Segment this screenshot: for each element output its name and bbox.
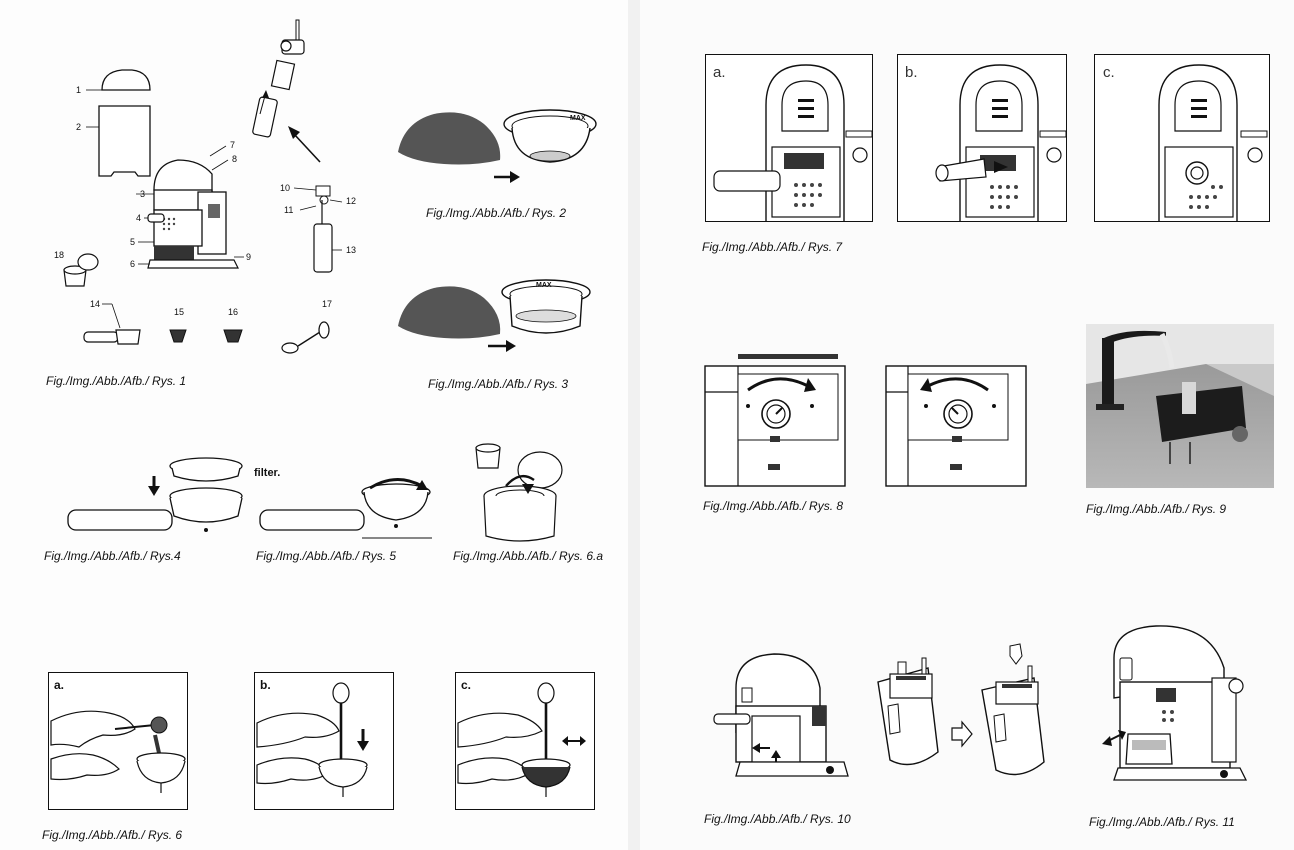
fig1-label-18: 18: [54, 250, 64, 260]
fig1-label-7: 7: [230, 140, 235, 150]
fig1-parts-diagram: 1 2 3 4 5 6 7 8 9 10 11 12 13: [54, 19, 356, 354]
fig1-label-11: 11: [284, 205, 293, 215]
fig9-filling-water-tank-photo: [1086, 324, 1274, 488]
fig1-label-17: 17: [322, 299, 332, 309]
fig4-insert-filter: [67, 457, 243, 532]
fig11-remove-drip-tray: [1102, 625, 1248, 781]
fig1-caption: Fig./Img./Abb./Afb./ Rys. 1: [46, 374, 187, 388]
fig6-panel-b: [254, 672, 394, 810]
fig3-max-mark: MAX: [536, 282, 552, 289]
fig1-label-6: 6: [130, 259, 135, 269]
fig1-label-10: 10: [280, 183, 290, 193]
fig6a-capsule-adapter: [475, 443, 563, 542]
fig6-panel-a: [48, 672, 188, 810]
fig6a-caption: Fig./Img./Abb./Afb./ Rys. 6.a: [453, 549, 604, 563]
fig1-label-14: 14: [90, 299, 100, 309]
fig1-label-12: 12: [346, 196, 356, 206]
fig11-caption: Fig./Img./Abb./Afb./ Rys. 11: [1089, 815, 1235, 829]
fig1-label-8: 8: [232, 154, 237, 164]
fig1-label-9: 9: [246, 252, 251, 262]
fig2-max-mark: MAX: [570, 115, 586, 122]
fig5-caption: Fig./Img./Abb./Afb./ Rys. 5: [256, 549, 397, 563]
fig1-label-1: 1: [76, 85, 81, 95]
fig8-caption: Fig./Img./Abb./Afb./ Rys. 8: [703, 499, 844, 513]
page-gutter: [628, 0, 640, 850]
fig1-label-3: 3: [140, 189, 145, 199]
fig6-panel-c-letter: c.: [461, 678, 472, 692]
fig1-label-5: 5: [130, 237, 135, 247]
fig5-filter-word: filter.: [254, 467, 281, 479]
fig7-panel-c: [1094, 54, 1270, 222]
fig7-panel-a-letter: a.: [713, 64, 726, 81]
fig1-label-13: 13: [346, 245, 356, 255]
fig6-panel-b-letter: b.: [260, 678, 271, 692]
fig10-caption: Fig./Img./Abb./Afb./ Rys. 10: [704, 812, 851, 826]
fig3-caption: Fig./Img./Abb./Afb./ Rys. 3: [428, 377, 569, 391]
fig6-panel-c: [455, 672, 595, 810]
fig2-caption: Fig./Img./Abb./Afb./ Rys. 2: [426, 206, 567, 220]
fig1-label-4: 4: [136, 213, 141, 223]
fig7-caption: Fig./Img./Abb./Afb./ Rys. 7: [702, 240, 843, 254]
fig6-panel-a-letter: a.: [54, 678, 65, 692]
fig1-label-15: 15: [174, 307, 184, 317]
fig7-panel-a: [705, 54, 873, 222]
fig2-ground-coffee-single-filter: MAX: [398, 109, 597, 183]
fig3-ground-coffee-double-filter: MAX: [398, 279, 591, 352]
fig7-panel-c-letter: c.: [1103, 64, 1115, 81]
fig1-label-2: 2: [76, 122, 81, 132]
fig1-label-16: 16: [228, 307, 238, 317]
fig8-knob-rotation: [704, 354, 1027, 487]
fig6-caption: Fig./Img./Abb./Afb./ Rys. 6: [42, 828, 183, 842]
fig7-panel-b-letter: b.: [905, 64, 918, 81]
fig9-caption: Fig./Img./Abb./Afb./ Rys. 9: [1086, 502, 1227, 516]
fig10-remove-water-tank: [713, 643, 1045, 777]
fig4-caption: Fig./Img./Abb./Afb./ Rys.4: [44, 549, 181, 563]
fig5-lock-filter: [259, 478, 432, 539]
fig7-panel-b: [897, 54, 1067, 222]
